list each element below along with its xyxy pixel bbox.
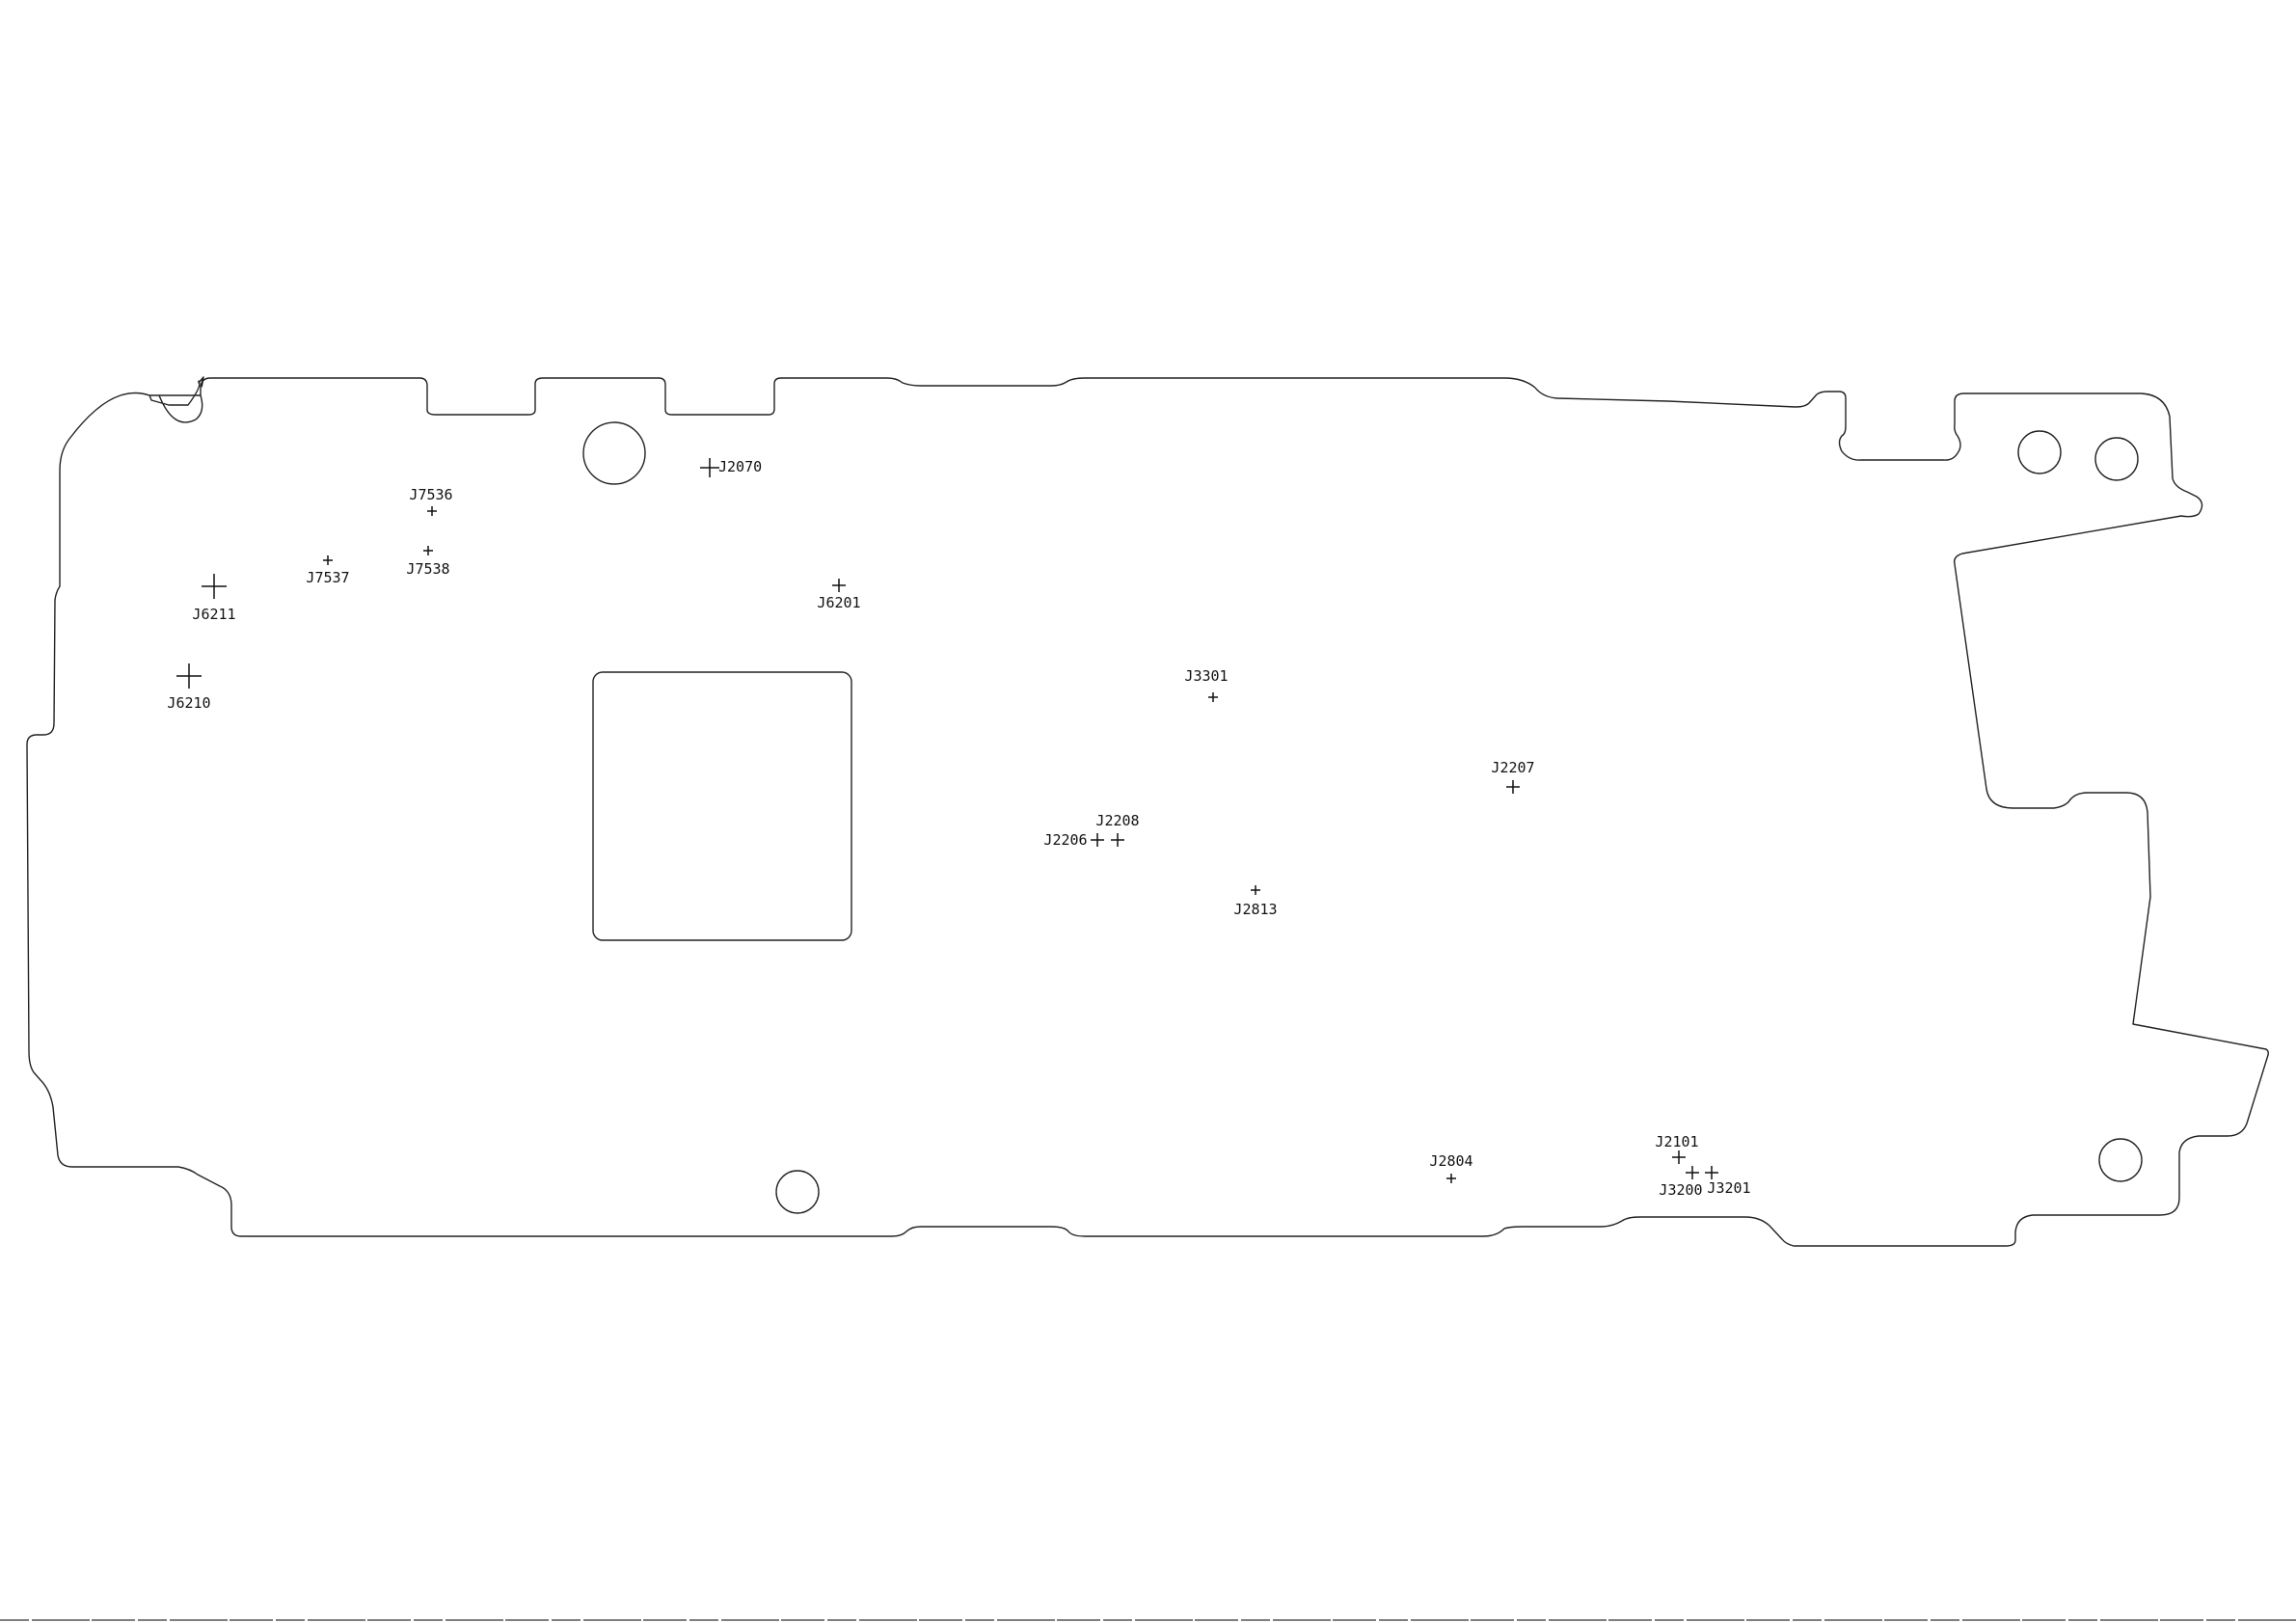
test-point-label-j2207: J2207: [1491, 759, 1534, 776]
test-point-marker-j3301: [1208, 692, 1218, 702]
test-point-marker-j2208: [1111, 833, 1124, 847]
test-point-label-j6211: J6211: [192, 606, 235, 623]
test-point-label-j2070: J2070: [718, 458, 762, 475]
mounting-hole-top-right-1: [2018, 431, 2061, 473]
test-point-label-j2804: J2804: [1429, 1152, 1472, 1170]
test-point-marker-j2070: [700, 458, 719, 477]
test-point-label-j2208: J2208: [1095, 812, 1139, 829]
test-point-label-j3201: J3201: [1707, 1179, 1750, 1197]
mounting-hole-top-right-2: [2095, 438, 2138, 480]
test-point-marker-j6210: [176, 663, 202, 689]
test-point-marker-j6211: [202, 574, 227, 599]
mounting-hole-bottom-left: [776, 1171, 819, 1213]
test-point-label-j3301: J3301: [1184, 667, 1228, 685]
test-point-label-j7536: J7536: [409, 486, 452, 503]
test-point-marker-j7538: [423, 546, 433, 555]
board-outline: [27, 377, 2268, 1246]
test-point-label-j3200: J3200: [1659, 1181, 1702, 1199]
test-point-label-j6210: J6210: [167, 694, 210, 712]
test-point-label-j7538: J7538: [406, 560, 449, 578]
test-point-marker-j2101: [1672, 1150, 1686, 1164]
test-point-marker-j3201: [1705, 1166, 1718, 1179]
test-point-marker-j2813: [1251, 885, 1260, 895]
test-point-label-j6201: J6201: [817, 594, 860, 611]
test-point-marker-j7536: [427, 506, 437, 516]
mounting-hole-bottom-right: [2099, 1139, 2142, 1181]
test-point-marker-j2207: [1506, 780, 1520, 794]
test-point-label-j2813: J2813: [1233, 901, 1277, 918]
chip-outline: [593, 672, 851, 940]
test-point-label-j2101: J2101: [1655, 1133, 1698, 1150]
test-point-marker-j7537: [323, 555, 333, 565]
mounting-hole-top-left: [583, 422, 645, 484]
test-point-label-j7537: J7537: [306, 569, 349, 586]
test-point-label-j2206: J2206: [1043, 831, 1087, 849]
test-point-marker-j6201: [832, 579, 846, 592]
test-point-marker-j2804: [1446, 1174, 1456, 1183]
test-point-marker-j3200: [1686, 1166, 1699, 1179]
test-point-marker-j2206: [1091, 833, 1104, 847]
